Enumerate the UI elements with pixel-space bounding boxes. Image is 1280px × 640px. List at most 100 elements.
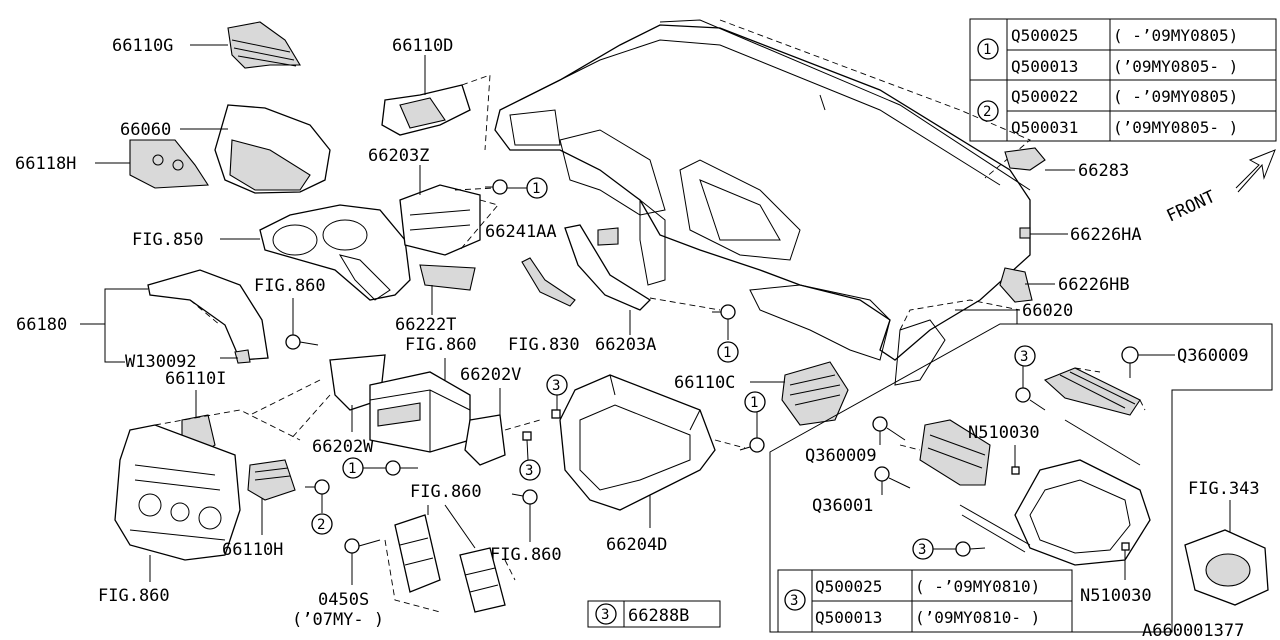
label-diagram-id: A660001377 xyxy=(1142,621,1244,640)
screw-lower-1[interactable] xyxy=(363,460,418,476)
part-66204D[interactable] xyxy=(559,374,746,528)
label-66060: 66060 xyxy=(120,120,171,140)
part-fig860-switch[interactable] xyxy=(384,504,516,613)
label-fig860-d: FIG.860 xyxy=(490,545,562,565)
callout-1-c: 1 xyxy=(342,457,364,479)
label-66288B: 66288B xyxy=(628,606,689,626)
part-66110H[interactable] xyxy=(247,459,296,535)
label-66203Z: 66203Z xyxy=(368,146,429,166)
table-bottom-range-1: ( -’09MY0810) xyxy=(915,577,1040,596)
screw-mid[interactable] xyxy=(712,304,736,340)
part-66202V[interactable] xyxy=(464,388,541,466)
part-bracket-strip-a[interactable] xyxy=(1043,367,1146,466)
clip-3-a[interactable] xyxy=(551,409,561,419)
label-q360009-b: Q360009 xyxy=(805,446,877,466)
label-07my: (’07MY- ) xyxy=(292,610,384,630)
callout-3-a: 3 xyxy=(546,374,568,396)
part-66226HB[interactable] xyxy=(999,267,1055,303)
part-66226HA[interactable] xyxy=(1019,227,1068,239)
svg-text:3: 3 xyxy=(790,593,798,609)
part-66110D[interactable] xyxy=(381,55,491,151)
part-66241AA[interactable] xyxy=(597,227,619,246)
legend-table-top: 1 2 Q500025 ( -’09MY0805) Q500013 (’09MY… xyxy=(969,18,1277,142)
callout-3-d: 3 xyxy=(912,538,934,560)
clip-n510030-a[interactable] xyxy=(1011,466,1020,475)
label-66222T: 66222T xyxy=(395,315,456,335)
label-66226HA: 66226HA xyxy=(1070,225,1142,245)
label-66202W: 66202W xyxy=(312,437,374,457)
screw-q360009-b[interactable] xyxy=(872,416,906,445)
svg-text:3: 3 xyxy=(525,463,533,479)
label-w130092: W130092 xyxy=(125,352,197,372)
svg-text:3: 3 xyxy=(918,542,926,558)
screw-66203Z[interactable] xyxy=(485,179,508,195)
svg-text:1: 1 xyxy=(723,345,731,361)
screw-q36001[interactable] xyxy=(874,466,911,495)
svg-text:3: 3 xyxy=(601,607,609,623)
table-top-range-4: (’09MY0805- ) xyxy=(1113,118,1238,137)
label-66203A: 66203A xyxy=(595,335,656,355)
label-66180: 66180 xyxy=(16,315,67,335)
part-fig830[interactable] xyxy=(521,257,576,307)
part-fig860-audio[interactable] xyxy=(369,358,471,453)
table-top-range-3: ( -’09MY0805) xyxy=(1113,87,1238,106)
svg-text:1: 1 xyxy=(750,395,758,411)
label-66204D: 66204D xyxy=(606,535,667,555)
svg-text:2: 2 xyxy=(983,104,991,120)
label-fig860-b: FIG.860 xyxy=(405,335,477,355)
part-module-right[interactable] xyxy=(899,419,991,486)
screw-q360009-a[interactable] xyxy=(1121,346,1175,378)
svg-text:1: 1 xyxy=(983,42,991,58)
screw-2[interactable] xyxy=(305,479,330,513)
screw-66110C[interactable] xyxy=(739,412,765,453)
table-top-range-2: (’09MY0805- ) xyxy=(1113,57,1238,76)
screw-fig860-d[interactable] xyxy=(511,489,538,542)
screw-0450S[interactable] xyxy=(344,538,381,585)
label-66110D: 66110D xyxy=(392,36,453,56)
label-66241AA: 66241AA xyxy=(485,222,557,242)
part-fig860-console[interactable] xyxy=(114,409,301,582)
instrument-panel-66020[interactable] xyxy=(494,19,1031,386)
callout-1-a: 1 xyxy=(526,177,548,199)
clip-n510030-b[interactable] xyxy=(1121,542,1130,551)
callout-3-b: 3 xyxy=(519,459,541,481)
label-fig860-a: FIG.860 xyxy=(254,276,326,296)
part-66180[interactable] xyxy=(80,269,269,364)
table-top-part-3: Q500022 xyxy=(1011,87,1078,106)
screw-fig860-a[interactable] xyxy=(285,298,319,350)
label-66226HB: 66226HB xyxy=(1058,275,1130,295)
screw-3-c[interactable] xyxy=(1015,366,1046,411)
label-66283: 66283 xyxy=(1078,161,1129,181)
part-bezel-ring[interactable] xyxy=(1014,459,1151,566)
table-bottom-range-2: (’09MY0810- ) xyxy=(915,608,1040,627)
table-top-part-1: Q500025 xyxy=(1011,26,1078,45)
label-q360009-a: Q360009 xyxy=(1177,346,1249,366)
label-n510030-a: N510030 xyxy=(968,423,1040,443)
callout-1-d: 1 xyxy=(744,391,766,413)
svg-text:3: 3 xyxy=(552,378,560,394)
part-66203Z[interactable] xyxy=(399,165,499,256)
part-66202W[interactable] xyxy=(249,354,386,441)
label-fig850: FIG.850 xyxy=(132,230,204,250)
label-fig860-c: FIG.860 xyxy=(98,586,170,606)
clip-3-b[interactable] xyxy=(522,431,532,441)
part-66222T[interactable] xyxy=(419,264,476,315)
label-front: FRONT xyxy=(1164,187,1219,227)
label-66202V: 66202V xyxy=(460,365,521,385)
part-66110C[interactable] xyxy=(750,361,849,426)
part-fig343[interactable] xyxy=(1184,500,1269,606)
label-fig343: FIG.343 xyxy=(1188,479,1260,499)
part-66283[interactable] xyxy=(1004,147,1075,171)
label-66110G: 66110G xyxy=(112,36,173,56)
part-66110G[interactable] xyxy=(190,21,301,69)
table-top-range-1: ( -’09MY0805) xyxy=(1113,26,1238,45)
part-66118H[interactable] xyxy=(95,139,209,189)
part-fig850-cluster[interactable] xyxy=(220,204,411,301)
callout-2-a: 2 xyxy=(311,513,333,535)
screw-3-d[interactable] xyxy=(933,541,986,557)
part-66060[interactable] xyxy=(180,104,331,194)
part-66203A[interactable] xyxy=(564,224,721,335)
table-bottom-part-2: Q500013 xyxy=(815,608,882,627)
front-arrow xyxy=(1235,149,1276,193)
part-bracket-strip-b[interactable] xyxy=(959,504,1031,553)
